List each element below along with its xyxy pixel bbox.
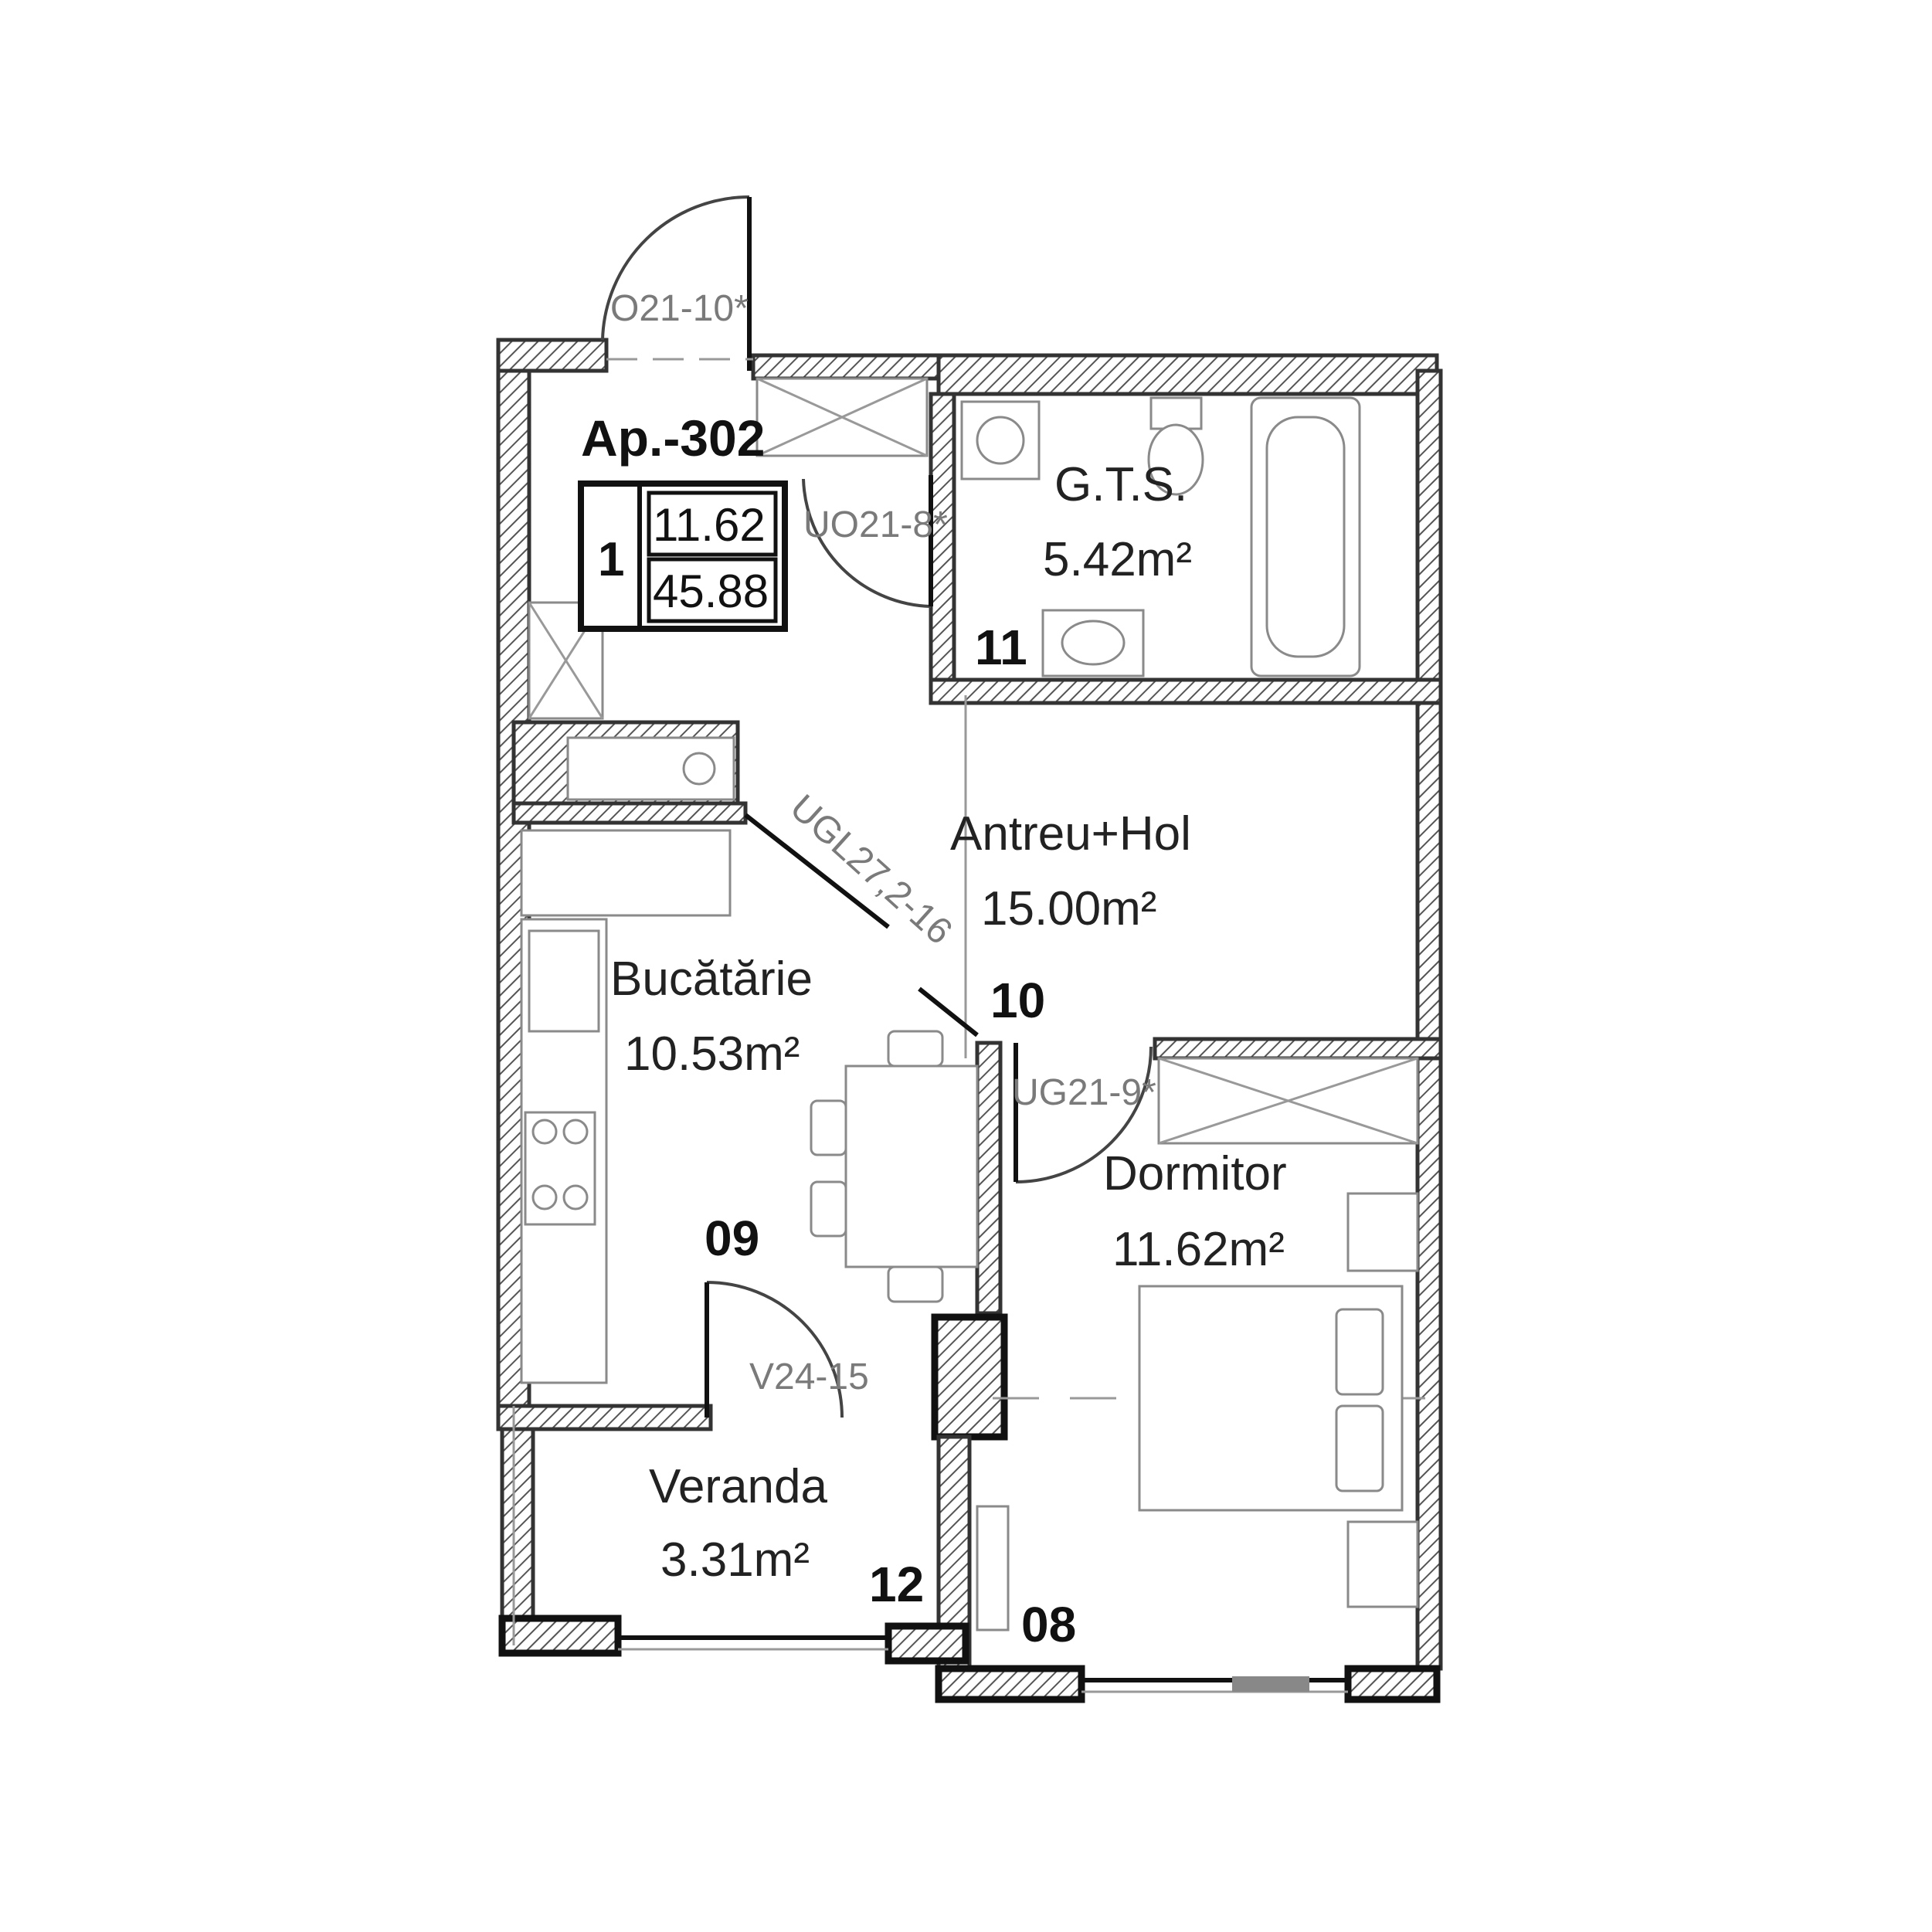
room-bucatarie-area: 10.53m² [624, 1027, 800, 1081]
apartment-title: Ap.-302 [581, 409, 765, 467]
room-bucatarie-number: 09 [705, 1210, 759, 1266]
wall-bath-bottom [929, 677, 1443, 705]
apartment-rooms-count: 1 [598, 533, 624, 586]
walls [496, 338, 1443, 1703]
room-hol-number: 10 [990, 973, 1045, 1028]
nightstand [1346, 1192, 1419, 1272]
opening-bath-code: UO21-8* [803, 504, 948, 545]
wall-right [1415, 368, 1443, 1671]
apartment-label: Ap.-302 1 11.62 45.88 [578, 409, 788, 632]
wall-top-mid [751, 353, 941, 381]
opening-veranda-code: V24-15 [749, 1356, 869, 1397]
fridge [520, 829, 732, 917]
room-veranda-area: 3.31m² [660, 1533, 810, 1587]
opening-bedroom-code: UG21-9* [1012, 1072, 1156, 1113]
fixtures [520, 377, 1419, 1632]
kitchen-sink [528, 929, 600, 1033]
entry-door-swing [601, 195, 750, 341]
opening-kitchen-code: UGL27,2-16 [783, 787, 960, 952]
wall-veranda-top [496, 1404, 713, 1431]
room-dormitor-name: Dormitor [1103, 1147, 1287, 1200]
wall-column [931, 1313, 1008, 1441]
wall-veranda-bottom-left [498, 1615, 622, 1657]
wall-bedroom-top [1153, 1037, 1443, 1061]
room-hol-name: Antreu+Hol [950, 807, 1191, 861]
room-veranda-name: Veranda [649, 1460, 828, 1513]
opening-entry-code: O21-10* [610, 288, 749, 329]
radiator [976, 1505, 1010, 1632]
room-veranda-number: 12 [869, 1557, 924, 1612]
doors [601, 195, 1153, 1418]
room-gts-name: G.T.S. [1054, 458, 1187, 511]
room-dormitor-area: 11.62m² [1112, 1223, 1285, 1276]
room-hol-area: 15.00m² [981, 882, 1156, 935]
toilet [1149, 396, 1203, 430]
room-gts-number: 11 [975, 620, 1027, 675]
wall-veranda-bottom-right [885, 1622, 969, 1665]
room-bucatarie-name: Bucătărie [610, 952, 813, 1006]
apartment-living-area: 11.62 [653, 499, 766, 551]
windows [512, 695, 1441, 1693]
wall-top-right [936, 353, 1439, 396]
room-gts-area: 5.42m² [1043, 533, 1192, 586]
wall-bottom-mid [935, 1665, 1085, 1703]
cabinet [1346, 1520, 1419, 1608]
dining-table [844, 1064, 979, 1268]
wall-bottom-right [1344, 1665, 1441, 1703]
wall-top-left [496, 338, 609, 373]
wall-kitchen-top [511, 801, 748, 825]
room-dormitor-number: 08 [1021, 1597, 1076, 1652]
wall-kitchen-bedroom [975, 1041, 1003, 1316]
room-labels: G.T.S. 5.42m² 11 Antreu+Hol 15.00m² 10 B… [610, 458, 1287, 1652]
apartment-total-area: 45.88 [653, 565, 769, 617]
